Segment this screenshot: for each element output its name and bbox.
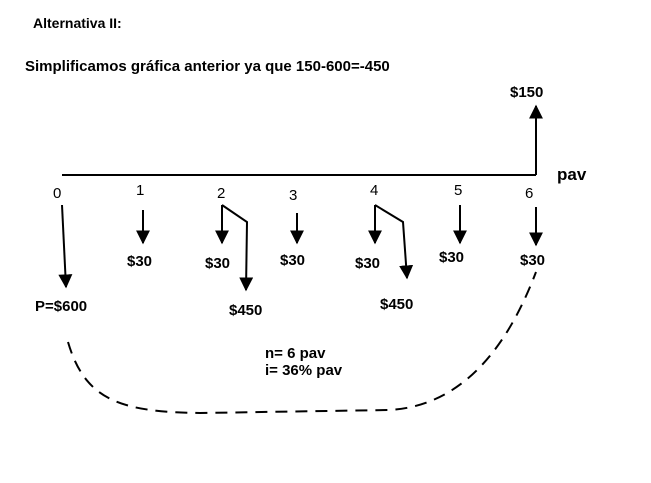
- arrow-extra-4: [374, 204, 414, 280]
- period-label-1: 1: [136, 182, 145, 199]
- period-label-4: 4: [370, 182, 379, 199]
- payment-label-5: $30: [439, 249, 465, 266]
- period-label-6: 6: [525, 185, 534, 202]
- extra-label-4: $450: [380, 296, 414, 313]
- period-label-2: 2: [217, 185, 226, 202]
- extra-label-2: $450: [229, 302, 263, 319]
- period-label-0: 0: [53, 185, 62, 202]
- param-n: n= 6 pav: [265, 345, 326, 362]
- arrow-present-value: [58, 204, 73, 289]
- payment-label-1: $30: [127, 253, 153, 270]
- period-label-3: 3: [289, 187, 298, 204]
- period-label-5: 5: [454, 182, 463, 199]
- dashed-bracket: [67, 271, 537, 415]
- param-i: i= 36% pav: [265, 362, 343, 379]
- page-title: Alternativa II:: [33, 15, 122, 31]
- arrow-extra-2: [221, 204, 254, 292]
- payment-label-3: $30: [280, 252, 306, 269]
- payment-label-6: $30: [520, 252, 546, 269]
- present-value-label: P=$600: [35, 298, 88, 315]
- income-label-6: $150: [510, 84, 544, 101]
- time-unit-label: pav: [557, 165, 587, 184]
- payment-label-2: $30: [205, 255, 231, 272]
- page-subtitle: Simplificamos gráfica anterior ya que 15…: [25, 58, 390, 75]
- payment-label-4: $30: [355, 255, 381, 272]
